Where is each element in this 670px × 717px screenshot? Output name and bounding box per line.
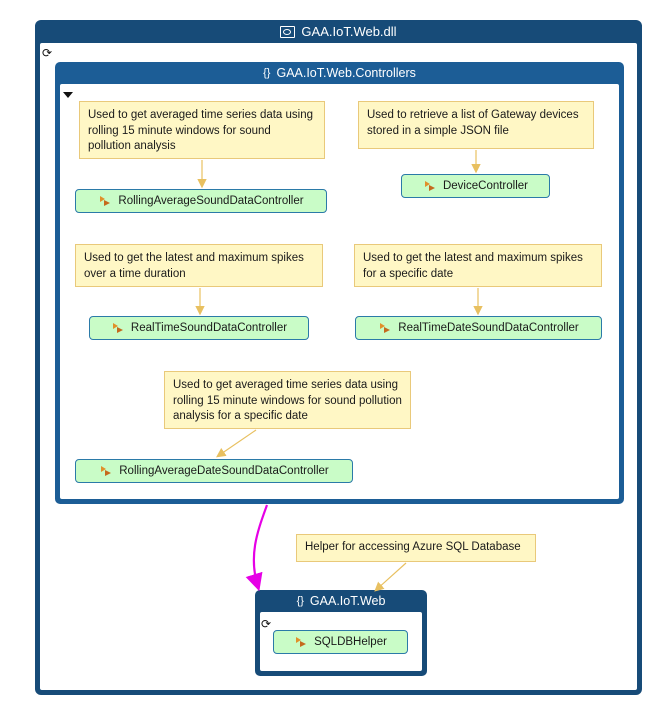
class-node[interactable]: RealTimeSoundDataController bbox=[89, 316, 309, 340]
comment-note[interactable]: Used to get averaged time series data us… bbox=[79, 101, 325, 159]
comment-note[interactable]: Used to get the latest and maximum spike… bbox=[75, 244, 323, 287]
class-node-label: DeviceController bbox=[442, 180, 528, 192]
class-node-label: RollingAverageDateSoundDataController bbox=[119, 465, 329, 477]
comment-note[interactable]: Used to retrieve a list of Gateway devic… bbox=[358, 101, 594, 149]
assembly-title: GAA.IoT.Web.dll bbox=[301, 24, 397, 39]
controllers-namespace-header[interactable]: {} GAA.IoT.Web.Controllers bbox=[55, 62, 624, 84]
note-text: Helper for accessing Azure SQL Database bbox=[305, 541, 521, 553]
note-text: Used to get the latest and maximum spike… bbox=[363, 252, 583, 280]
comment-note[interactable]: Helper for accessing Azure SQL Database bbox=[296, 534, 536, 562]
note-text: Used to get averaged time series data us… bbox=[88, 109, 314, 152]
web-namespace-header[interactable]: {} GAA.IoT.Web bbox=[255, 590, 427, 612]
namespace-icon: {} bbox=[263, 67, 271, 79]
class-node[interactable]: RollingAverageSoundDataController bbox=[75, 189, 327, 213]
comment-note[interactable]: Used to get averaged time series data us… bbox=[164, 371, 411, 429]
assembly-dll-icon bbox=[280, 25, 296, 38]
comment-note[interactable]: Used to get the latest and maximum spike… bbox=[354, 244, 602, 287]
namespace-icon: {} bbox=[296, 595, 304, 607]
class-node[interactable]: RealTimeDateSoundDataController bbox=[355, 316, 602, 340]
class-node[interactable]: RollingAverageDateSoundDataController bbox=[75, 459, 353, 483]
class-node[interactable]: DeviceController bbox=[401, 174, 550, 198]
assembly-header[interactable]: GAA.IoT.Web.dll bbox=[35, 20, 642, 43]
filter-icon[interactable] bbox=[63, 92, 73, 98]
class-node-label: RealTimeSoundDataController bbox=[130, 322, 288, 334]
class-icon bbox=[380, 323, 391, 333]
class-node-label: RealTimeDateSoundDataController bbox=[398, 322, 579, 334]
refresh-icon[interactable]: ⟳ bbox=[42, 46, 53, 60]
refresh-icon[interactable]: ⟳ bbox=[261, 617, 272, 631]
web-namespace-title: GAA.IoT.Web bbox=[309, 594, 386, 608]
note-text: Used to get averaged time series data us… bbox=[173, 379, 402, 422]
class-icon bbox=[296, 637, 307, 647]
note-text: Used to retrieve a list of Gateway devic… bbox=[367, 109, 579, 137]
class-icon bbox=[101, 466, 112, 476]
class-icon bbox=[112, 323, 123, 333]
class-node[interactable]: SQLDBHelper bbox=[273, 630, 408, 654]
class-node-label: SQLDBHelper bbox=[314, 636, 387, 648]
controllers-namespace-title: GAA.IoT.Web.Controllers bbox=[276, 66, 416, 80]
class-node-label: RollingAverageSoundDataController bbox=[118, 195, 304, 207]
note-text: Used to get the latest and maximum spike… bbox=[84, 252, 304, 280]
class-icon bbox=[424, 181, 435, 191]
class-icon bbox=[100, 196, 111, 206]
